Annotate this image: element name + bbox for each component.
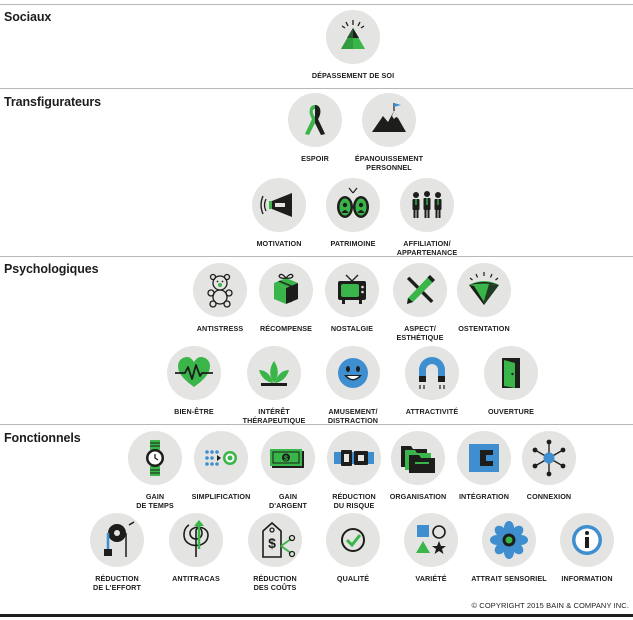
megaphone-icon: [260, 193, 292, 217]
label-motivation: MOTIVATION: [256, 239, 302, 248]
dots-icon: [205, 450, 237, 466]
flower-icon: [490, 521, 528, 559]
teddy-bear-icon: [207, 273, 233, 308]
magnet-icon: [419, 357, 445, 389]
label-attractivite: ATTRACTIVITÉ: [405, 407, 459, 416]
banknote-icon: $: [270, 449, 304, 468]
check-icon: [341, 528, 365, 552]
watch-icon: [146, 440, 164, 476]
section-title-transfigurateurs: Transfigurateurs: [4, 95, 102, 109]
section-divider: [0, 424, 633, 425]
leaves-icon: [259, 361, 289, 386]
mountain-flag-icon: [372, 103, 406, 132]
copyright-notice: © COPYRIGHT 2015 BAIN & COMPANY INC.: [471, 601, 629, 610]
label-organisation: ORGANISATION: [389, 492, 447, 501]
bottom-rule: [0, 614, 633, 617]
section-divider: [0, 256, 633, 257]
label-reduction-risque: RÉDUCTION DU RISQUE: [332, 492, 376, 510]
label-simplification: SIMPLIFICATION: [191, 492, 251, 501]
label-attrait-sensoriel: ATTRAIT SENSORIEL: [471, 574, 547, 583]
pyramid-icon: [341, 20, 365, 49]
svg-text:$: $: [268, 535, 276, 551]
fan-icon: [469, 272, 499, 305]
label-variete: VARIÉTÉ: [415, 574, 447, 583]
label-gain-argent: GAIN D'ARGENT: [268, 492, 308, 510]
price-tag-icon: $: [262, 521, 296, 558]
label-affiliation: AFFILIATION/ APPARTENANCE: [396, 239, 458, 257]
heart-pulse-icon: [175, 357, 213, 387]
label-patrimoine: PATRIMOINE: [330, 239, 376, 248]
label-reduction-couts: RÉDUCTION DES COÛTS: [253, 574, 297, 592]
svg-text:$: $: [284, 455, 288, 462]
label-nostalgie: NOSTALGIE: [330, 324, 374, 333]
folders-icon: [401, 446, 435, 473]
label-recompense: RÉCOMPENSE: [259, 324, 313, 333]
ribbon-icon: [305, 105, 325, 135]
label-epanouissement: ÉPANOUISSEMENT PERSONNEL: [354, 154, 424, 172]
label-espoir: ESPOIR: [301, 154, 329, 163]
section-title-psychologiques: Psychologiques: [4, 262, 99, 276]
shapes-icon: [416, 525, 446, 554]
label-antistress: ANTISTRESS: [196, 324, 244, 333]
gift-icon: [274, 273, 298, 304]
section-divider: [0, 88, 633, 89]
info-icon: [572, 525, 602, 555]
maze-arrow-icon: [183, 520, 209, 557]
portraits-icon: [337, 187, 369, 218]
label-bien-etre: BIEN-ÊTRE: [174, 407, 214, 416]
pencil-icon: [406, 275, 435, 304]
label-connexion: CONNEXION: [526, 492, 572, 501]
label-information: INFORMATION: [561, 574, 613, 583]
section-title-fonctionnels: Fonctionnels: [4, 431, 81, 445]
label-ouverture: OUVERTURE: [487, 407, 535, 416]
label-gain-temps: GAIN DE TEMPS: [136, 492, 174, 510]
label-interet: INTÉRÊT THÉRAPEUTIQUE: [242, 407, 306, 425]
label-aspect: ASPECT/ ESTHÉTIQUE: [396, 324, 444, 342]
label-antitracas: ANTITRACAS: [172, 574, 220, 583]
label-integration: INTÉGRATION: [458, 492, 510, 501]
label-qualite: QUALITÉ: [336, 574, 370, 583]
network-icon: [532, 439, 566, 477]
door-icon: [502, 358, 520, 388]
label-depassement: DÉPASSEMENT DE SOI: [311, 71, 395, 80]
seatbelt-icon: [334, 450, 374, 466]
label-amusement: AMUSEMENT/ DISTRACTION: [327, 407, 379, 425]
plug-icon: [469, 444, 499, 472]
label-ostentation: OSTENTATION: [458, 324, 510, 333]
tv-icon: [338, 274, 366, 304]
label-reduction-effort: RÉDUCTION DE L'EFFORT: [93, 574, 141, 592]
pulley-icon: [104, 521, 135, 557]
people-icon: [412, 191, 442, 218]
smiley-icon: [338, 358, 368, 388]
section-title-sociaux: Sociaux: [4, 10, 52, 24]
section-divider: [0, 4, 633, 5]
